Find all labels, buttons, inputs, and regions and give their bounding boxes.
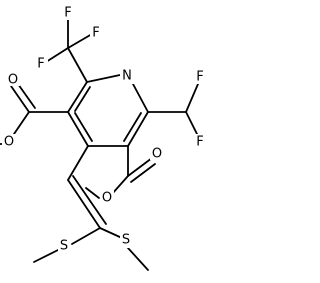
bond-carbonyl-o-single bbox=[13, 111, 30, 135]
bond-c6-cf3 bbox=[67, 47, 88, 83]
atom-label-oxygen-left-carbonyl: O bbox=[8, 73, 18, 88]
atom-label-sulfur-right: S bbox=[122, 233, 130, 248]
left-ester-group bbox=[0, 83, 69, 145]
atom-label-fluorine-chf2-top: F bbox=[196, 70, 203, 85]
bond-chf2-f-top bbox=[185, 83, 199, 113]
bond-carbonyl-o-double-a bbox=[10, 85, 30, 113]
atom-label-fluorine-chf2-bottom: F bbox=[196, 135, 203, 150]
bond-cf3-f-right bbox=[67, 33, 93, 49]
bond-o-methyl-right bbox=[85, 187, 100, 199]
atom-label-fluorine-cf3-top: F bbox=[64, 6, 71, 21]
atom-label-fluorine-cf3-left: F bbox=[37, 57, 44, 72]
bond-carbonyl-o-single bbox=[111, 175, 129, 195]
bond-c4-vinyl bbox=[67, 145, 89, 181]
trifluoromethyl-group bbox=[45, 19, 93, 83]
vinyl-bis-methylthio-group bbox=[33, 145, 149, 271]
atom-label-sulfur-left: S bbox=[60, 239, 68, 254]
atom-label-nitrogen: N bbox=[122, 69, 132, 84]
bond-c2-c3 bbox=[127, 111, 149, 147]
bond-vinyl-s-left bbox=[71, 227, 101, 245]
bond-chf2-f-bottom bbox=[185, 111, 199, 137]
bond-n1-c2 bbox=[132, 83, 149, 113]
bond-c2-c3-inner bbox=[123, 112, 142, 142]
bond-carbonyl-o-double-a bbox=[127, 157, 153, 177]
bond-vinyl-double-b bbox=[72, 175, 107, 225]
bond-vinyl-s-right bbox=[99, 227, 123, 239]
bond-carbonyl-o-double-b bbox=[17, 83, 36, 109]
atom-label-fluorine-cf3-right: F bbox=[92, 26, 99, 41]
atom-labels: N F F F F F O O O O S S bbox=[2, 6, 206, 254]
right-ester-group bbox=[85, 145, 156, 199]
bond-carbonyl-o-double-b bbox=[130, 163, 156, 183]
bond-c6-n1 bbox=[86, 74, 121, 83]
bond-s-right-methyl bbox=[127, 247, 149, 271]
difluoromethyl-group bbox=[147, 83, 199, 137]
chemical-structure: N F F F F F O O O O S S bbox=[0, 5, 206, 271]
atom-label-oxygen-right-carbonyl: O bbox=[152, 147, 162, 162]
bond-vinyl-double-a bbox=[67, 179, 101, 229]
atom-label-oxygen-left-ester: O bbox=[4, 135, 14, 150]
bond-c4-c5-inner bbox=[74, 112, 93, 142]
pyridine-ring bbox=[67, 74, 149, 147]
bond-cf3-f-left bbox=[45, 47, 69, 63]
bond-c5-c6-inner bbox=[74, 86, 91, 112]
bond-c4-c5 bbox=[67, 111, 89, 147]
atom-label-oxygen-right-ester: O bbox=[102, 191, 112, 206]
bond-s-left-methyl bbox=[33, 247, 63, 263]
bond-c5-c6 bbox=[67, 81, 88, 113]
